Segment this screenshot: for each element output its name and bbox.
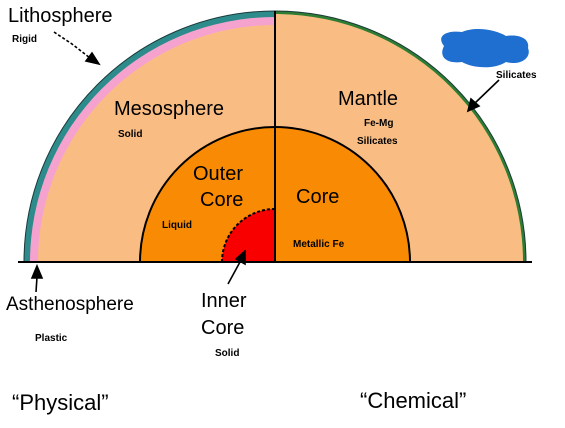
inner-core-label-line2: Core: [201, 317, 244, 339]
mantle-label: Mantle: [338, 88, 398, 110]
liquid-label: Liquid: [162, 220, 192, 231]
outer-core-label-line1: Outer: [193, 163, 243, 185]
inner-core-region: [222, 209, 275, 262]
mesosphere-state-label: Solid: [118, 129, 142, 140]
physical-caption: “Physical”: [12, 390, 109, 415]
inner-core-state-label: Solid: [215, 348, 239, 359]
asthenosphere-arrow: [35, 276, 38, 293]
outer-core-label-line2: Core: [200, 189, 243, 211]
lithosphere-label: Lithosphere: [8, 5, 113, 27]
ocean-blob-icon: [441, 29, 529, 68]
arrows: [30, 31, 500, 293]
core-label: Core: [296, 186, 339, 208]
rigid-label: Rigid: [12, 34, 37, 45]
mantle-composition-line1: Fe-Mg: [364, 118, 393, 129]
chemical-caption: “Chemical”: [360, 388, 466, 413]
inner-core-label-line1: Inner: [201, 290, 247, 312]
lithosphere-arrow: [53, 31, 91, 59]
plastic-label: Plastic: [35, 333, 68, 344]
asthenosphere-arrowhead: [30, 263, 44, 279]
inner-core-arrowhead: [234, 249, 246, 266]
inner-core-arrow: [227, 261, 241, 285]
asthenosphere-label: Asthenosphere: [6, 294, 134, 315]
silicates-arrowhead: [466, 97, 481, 113]
silicates-label: Silicates: [496, 70, 537, 81]
mesosphere-label: Mesosphere: [114, 98, 224, 120]
silicates-arrow: [473, 79, 500, 105]
lithosphere-arrowhead: [84, 51, 101, 66]
mantle-composition-line2: Silicates: [357, 136, 398, 147]
inner-core-boundary: [221, 208, 276, 263]
core-composition-label: Metallic Fe: [293, 239, 345, 250]
